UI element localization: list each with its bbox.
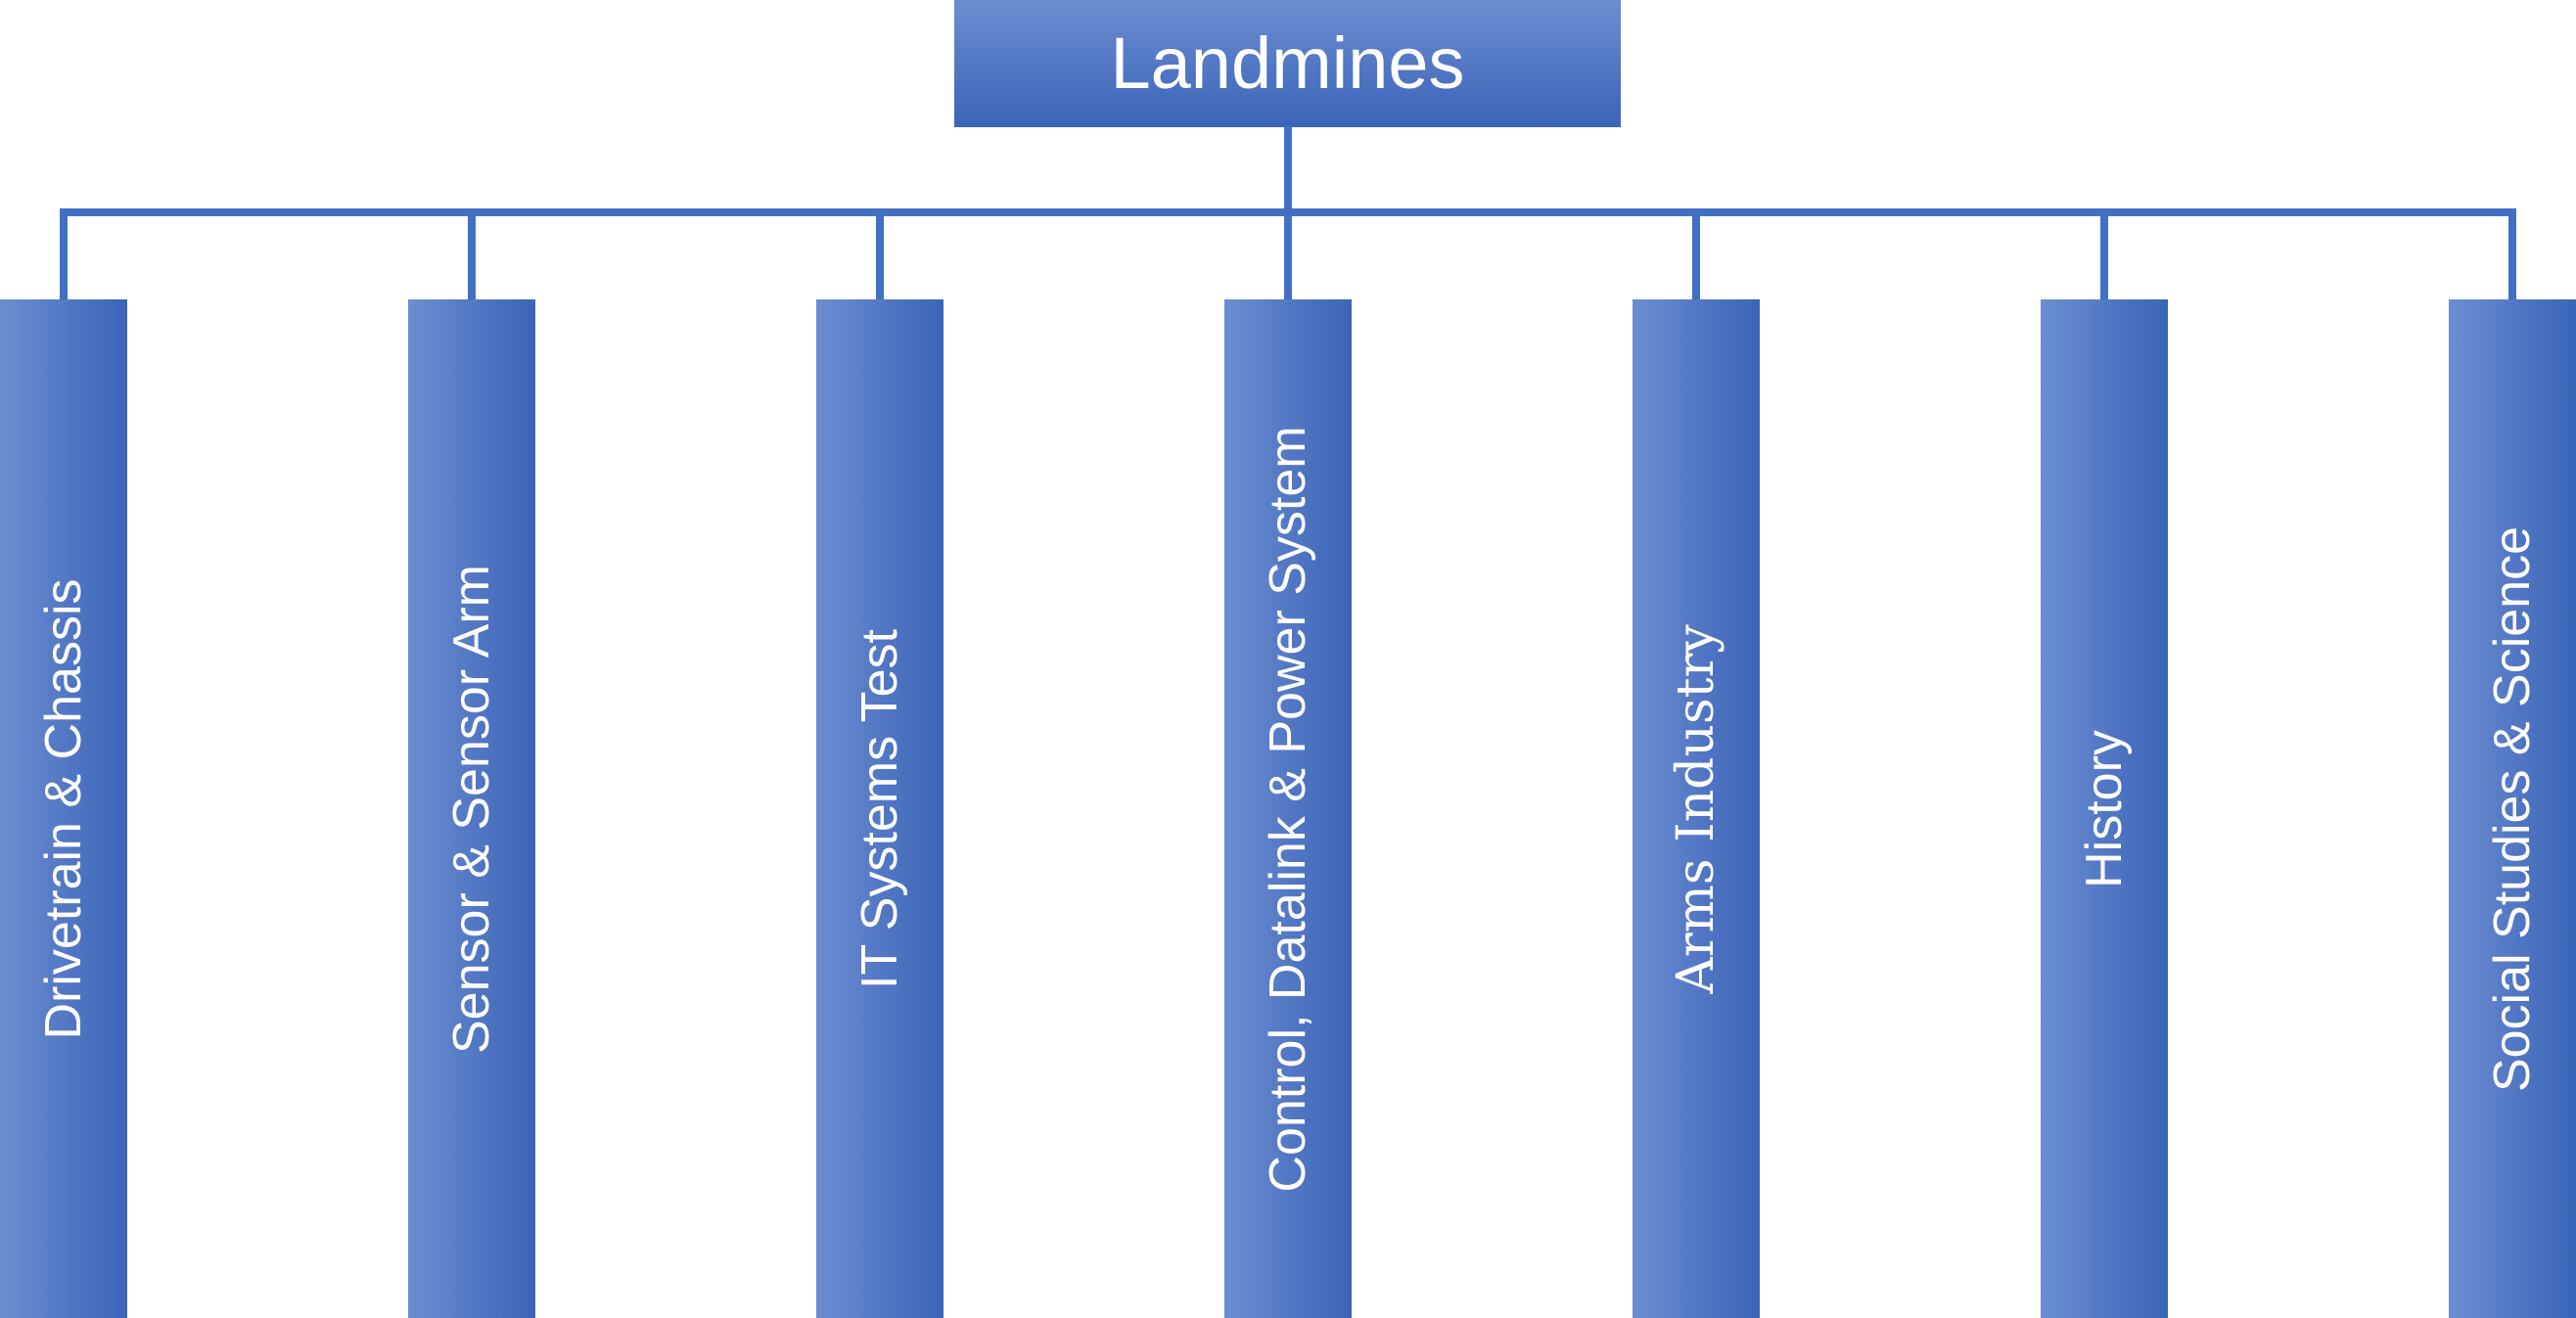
- root-node-label: Landmines: [1110, 23, 1465, 104]
- child-node[interactable]: Sensor & Sensor Arm: [408, 299, 535, 1318]
- connector-drop: [60, 208, 68, 301]
- child-node-label: Social Studies & Science: [2484, 525, 2541, 1092]
- child-node[interactable]: IT Systems Test: [816, 299, 943, 1318]
- child-node-label: Control, Datalink & Power System: [1260, 425, 1316, 1193]
- child-node-label: History: [2076, 729, 2133, 888]
- connector-drop: [876, 208, 884, 301]
- child-node-label: Arms Industry: [1667, 623, 1725, 994]
- connector-drop: [1284, 208, 1292, 301]
- connector-drop: [1692, 208, 1700, 301]
- connector-drop: [2508, 208, 2516, 301]
- root-connector-stem: [1284, 126, 1292, 216]
- child-node-label: Drivetrain & Chassis: [35, 577, 92, 1040]
- child-node-label: Sensor & Sensor Arm: [443, 564, 500, 1054]
- child-node[interactable]: Social Studies & Science: [2449, 299, 2576, 1318]
- root-node[interactable]: Landmines: [954, 0, 1621, 127]
- connector-drop: [468, 208, 476, 301]
- child-node[interactable]: Arms Industry: [1633, 299, 1760, 1318]
- connector-drop: [2100, 208, 2108, 301]
- child-node-label: IT Systems Test: [851, 628, 908, 989]
- child-node[interactable]: History: [2041, 299, 2168, 1318]
- child-node[interactable]: Control, Datalink & Power System: [1224, 299, 1352, 1318]
- child-node[interactable]: Drivetrain & Chassis: [0, 299, 127, 1318]
